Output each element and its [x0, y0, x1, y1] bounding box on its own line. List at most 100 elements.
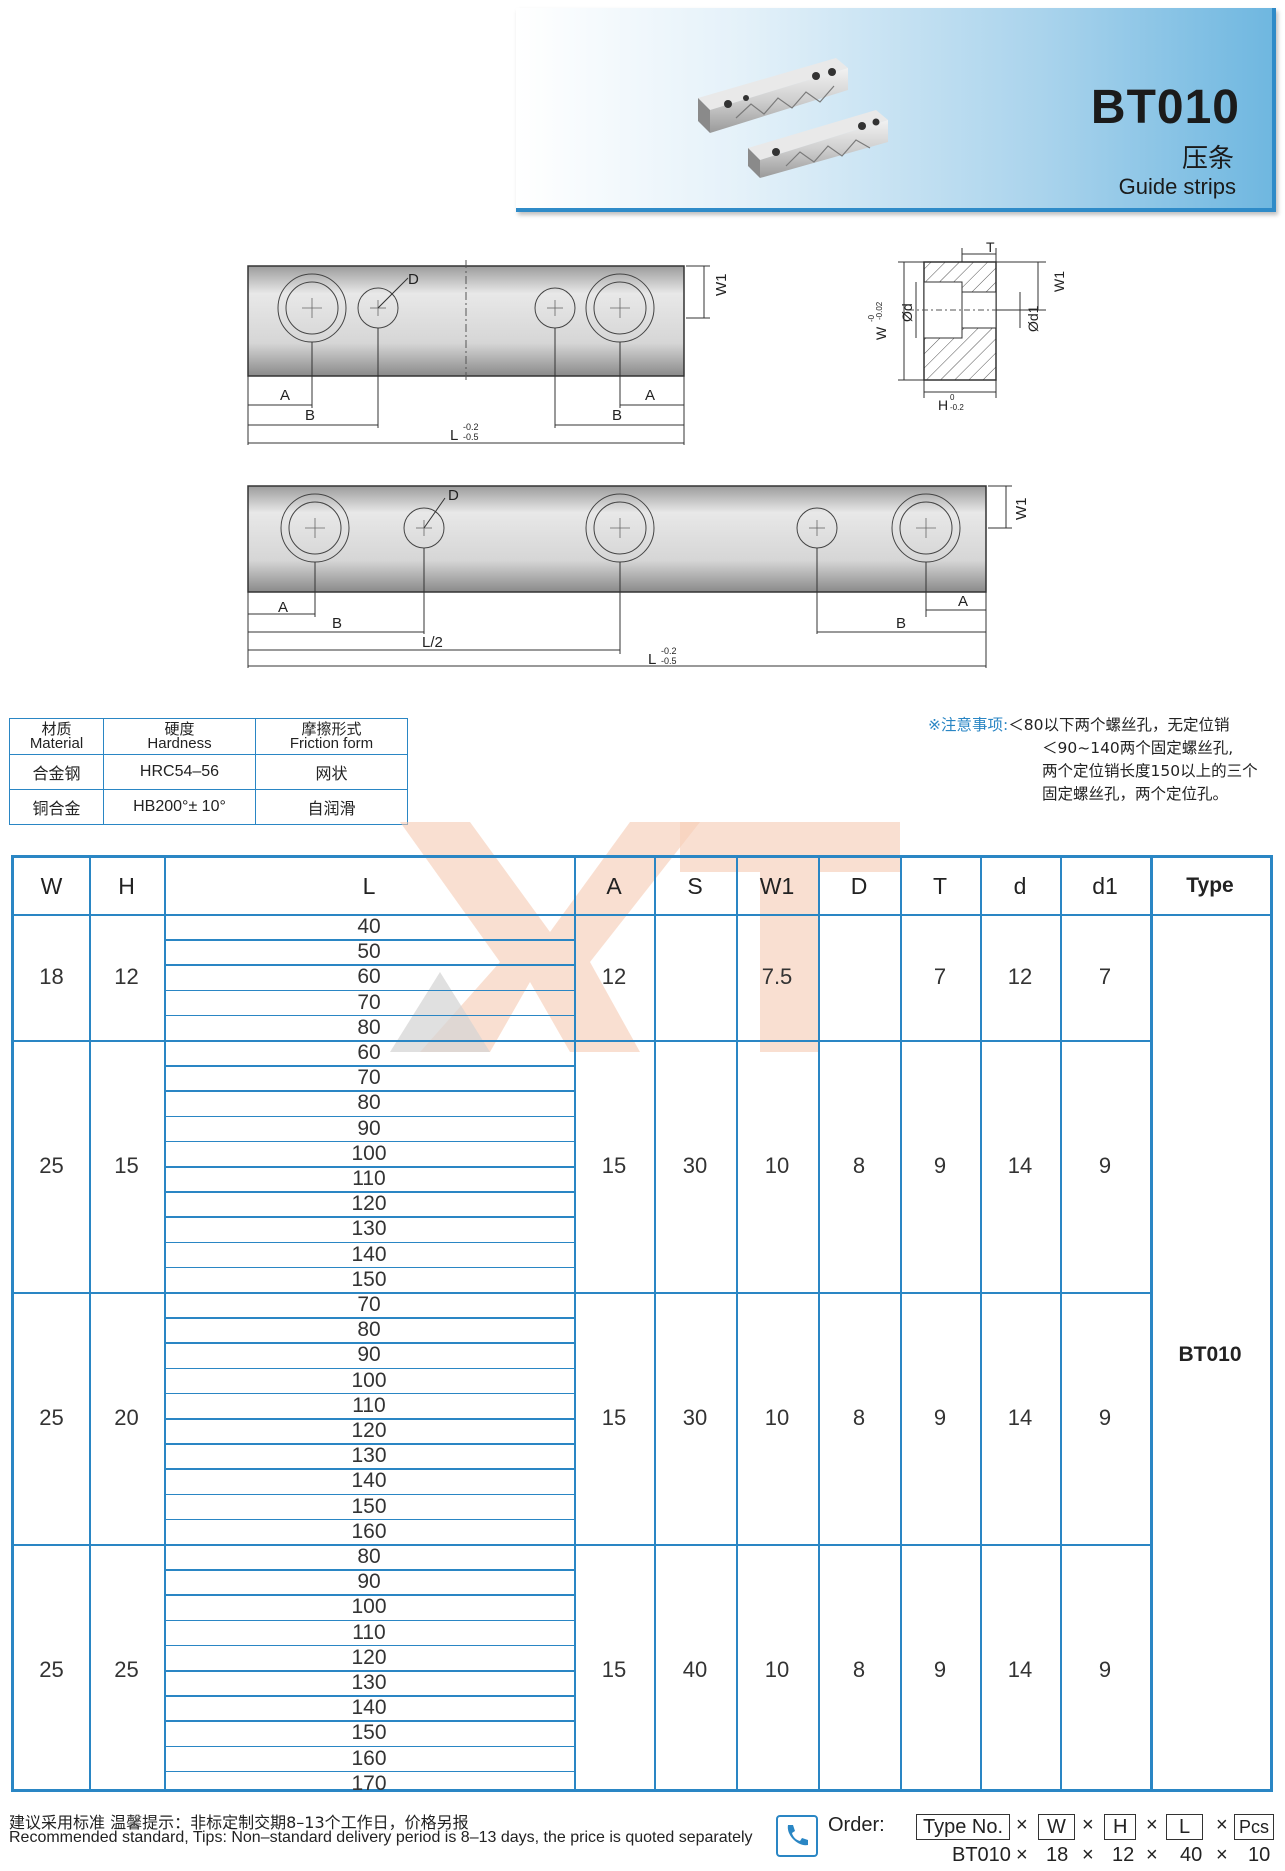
column-divider [89, 858, 91, 1789]
spec-cell-w1: 7.5 [761, 964, 793, 989]
column-header: S [687, 872, 703, 899]
row-divider [164, 1745, 574, 1748]
spec-cell-d: 8 [852, 1657, 866, 1682]
label-long-w1: W1 [1013, 498, 1030, 521]
row-divider [164, 1140, 574, 1143]
label-long-l2: L/2 [422, 634, 443, 651]
label-od: Ød [899, 303, 915, 322]
header-divider [1150, 914, 1270, 916]
spec-cell-l: 70 [357, 990, 381, 1014]
spec-cell-d: 8 [852, 1153, 866, 1178]
spec-cell-s [654, 914, 736, 1040]
order-label: Order: [828, 1814, 885, 1836]
column-divider [1060, 858, 1062, 1789]
row-divider [164, 1443, 574, 1445]
product-title-cn: 压条 [1181, 144, 1234, 174]
spec-cell-l: 140 [351, 1696, 387, 1720]
column-header: W1 [759, 872, 795, 899]
spec-cell-w1: 10 [764, 1657, 790, 1682]
row-divider [164, 964, 574, 966]
notice-line: 固定螺丝孔，两个定位孔。 [1042, 785, 1229, 803]
order-field-pcs: Pcs [1234, 1814, 1275, 1840]
row-divider [164, 1216, 574, 1218]
order-field-type: Type No. [916, 1814, 1011, 1840]
spec-cell-a: 12 [601, 964, 627, 989]
spec-cell-l: 80 [357, 1015, 381, 1039]
label-h-tol-up: 0 [950, 393, 955, 402]
label-w1: W1 [713, 274, 730, 297]
column-header: Type [1186, 874, 1234, 897]
spec-cell-l: 150 [351, 1267, 387, 1291]
spec-cell-h: 25 [114, 1657, 139, 1682]
column-divider [1150, 858, 1153, 1789]
spec-cell-h: 20 [114, 1405, 139, 1430]
spec-cell-l: 60 [357, 965, 381, 989]
spec-cell-a: 15 [601, 1405, 627, 1430]
row-divider [164, 1619, 574, 1622]
spec-cell-l: 130 [351, 1444, 387, 1468]
friction-cell: 自润滑 [255, 789, 408, 825]
label-l-tol-low: -0.5 [463, 432, 479, 442]
group-divider [14, 1544, 1150, 1546]
spec-cell-l: 130 [351, 1671, 387, 1695]
spec-cell-l: 120 [351, 1419, 387, 1443]
column-header: A [606, 872, 622, 899]
label-a-left: A [280, 387, 290, 404]
short-strip-drawing: D W1 A A B B L -0.2 -0.5 [247, 260, 730, 445]
group-divider [14, 1040, 1150, 1042]
spec-cell-l: 70 [357, 1066, 381, 1090]
row-divider [164, 939, 574, 941]
spec-cell-t: 9 [933, 1405, 947, 1430]
row-divider [164, 1317, 574, 1319]
material-cell: 合金钢 [9, 754, 104, 790]
product-title-en: Guide strips [1118, 174, 1236, 199]
label-d: D [408, 271, 419, 288]
spec-cell-l: 140 [351, 1469, 387, 1493]
spec-cell-a: 15 [601, 1657, 627, 1682]
column-divider [980, 858, 982, 1789]
row-divider [164, 1342, 574, 1344]
label-b-left: B [305, 407, 315, 424]
spec-cell-d: 14 [1007, 1153, 1033, 1178]
row-divider [164, 1418, 574, 1420]
row-divider [164, 1065, 574, 1067]
spec-cell-l: 70 [357, 1293, 381, 1317]
type-cell: BT010 [1178, 1343, 1242, 1366]
row-divider [164, 1166, 574, 1168]
row-divider [164, 1518, 574, 1521]
label-a-right: A [645, 387, 655, 404]
spec-cell-l: 100 [351, 1141, 387, 1165]
order-sep: × [1082, 1844, 1094, 1866]
column-divider [654, 858, 656, 1789]
row-divider [164, 1014, 574, 1017]
order-value-w: 18 [1046, 1844, 1069, 1866]
spec-cell-d1: 9 [1098, 1657, 1112, 1682]
row-divider [164, 1115, 574, 1118]
xct-watermark-logo [390, 822, 900, 1052]
spec-cell-s: 30 [682, 1153, 708, 1178]
friction-cell: 网状 [255, 754, 408, 790]
spec-cell-l: 80 [357, 1091, 381, 1115]
label-h: H [938, 397, 948, 413]
spec-cell-l: 120 [351, 1645, 387, 1669]
spec-cell-l: 90 [357, 1116, 381, 1140]
row-divider [164, 1594, 574, 1596]
spec-cell-l: 110 [352, 1393, 386, 1417]
row-divider [164, 1367, 574, 1370]
column-header: d1 [1092, 872, 1118, 899]
spec-cell-h: 15 [114, 1153, 139, 1178]
spec-cell-l: 100 [351, 1368, 387, 1392]
spec-cell-d1: 9 [1098, 1153, 1112, 1178]
hardness-cell: HRC54–56 [103, 754, 256, 790]
order-value-h: 12 [1112, 1844, 1135, 1866]
spec-cell-l: 90 [357, 1343, 381, 1367]
row-divider [164, 1090, 574, 1092]
spec-cell-t: 9 [933, 1153, 947, 1178]
spec-cell-w1: 10 [764, 1405, 790, 1430]
spec-cell-l: 50 [357, 940, 381, 964]
spec-cell-d: 14 [1007, 1657, 1033, 1682]
